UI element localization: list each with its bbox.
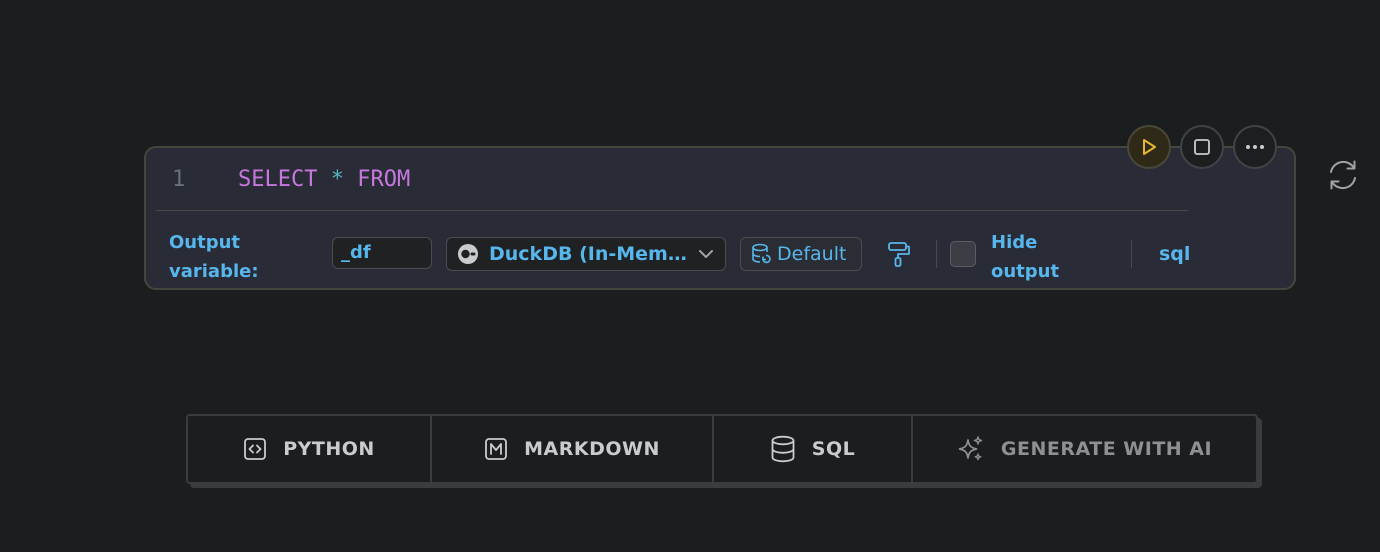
cell-divider <box>156 210 1188 211</box>
engine-select-label: DuckDB (In-Memory) <box>489 243 689 265</box>
schema-label: Default <box>777 243 847 265</box>
add-python-label: PYTHON <box>283 438 375 460</box>
add-python-cell-button[interactable]: PYTHON <box>188 416 430 482</box>
database-refresh-icon <box>752 243 771 264</box>
code-line[interactable]: 1 SELECT * FROM <box>146 148 1188 210</box>
add-sql-label: SQL <box>811 438 856 460</box>
generate-with-ai-label: GENERATE WITH AI <box>1000 438 1213 460</box>
play-icon <box>1143 139 1156 155</box>
refresh-icon[interactable] <box>1326 158 1360 192</box>
output-variable-input[interactable]: _df <box>332 237 432 269</box>
sparkles-icon <box>958 436 983 461</box>
code-icon <box>244 438 267 460</box>
code-text[interactable]: SELECT * FROM <box>238 167 410 192</box>
output-variable-label: Output variable: <box>169 232 259 282</box>
sql-cell: 1 SELECT * FROM Output variable: _df Duc… <box>144 146 1296 290</box>
add-sql-cell-button[interactable]: SQL <box>712 416 911 482</box>
database-icon <box>771 435 795 463</box>
generate-with-ai-button[interactable]: GENERATE WITH AI <box>911 416 1256 482</box>
keyword-from: FROM <box>357 166 411 192</box>
stop-icon <box>1194 139 1210 155</box>
chevron-down-icon <box>699 250 713 258</box>
footer-separator <box>936 240 937 268</box>
more-actions-button[interactable] <box>1233 125 1277 169</box>
cell-footer: Output variable: _df DuckDB (In-Memory) <box>146 226 1246 286</box>
hide-output-checkbox[interactable] <box>950 241 976 267</box>
add-cell-bar: PYTHON MARKDOWN SQL GENERATE WITH AI <box>186 414 1258 484</box>
run-button[interactable] <box>1127 125 1171 169</box>
engine-select[interactable]: DuckDB (In-Memory) <box>446 237 726 271</box>
operator-star: * <box>330 166 344 192</box>
stop-button[interactable] <box>1180 125 1224 169</box>
hide-output-label: Hide output <box>991 232 1060 282</box>
duckdb-icon <box>458 244 478 264</box>
markdown-icon <box>485 438 508 460</box>
add-markdown-cell-button[interactable]: MARKDOWN <box>430 416 712 482</box>
add-markdown-label: MARKDOWN <box>524 438 660 460</box>
footer-separator <box>1131 240 1132 268</box>
language-toggle[interactable]: sql <box>1159 243 1191 265</box>
keyword-select: SELECT <box>238 166 318 192</box>
ellipsis-icon <box>1246 145 1264 149</box>
schema-select[interactable]: Default <box>740 237 862 271</box>
format-paint-roller-icon[interactable] <box>886 240 912 268</box>
line-number: 1 <box>172 166 186 192</box>
